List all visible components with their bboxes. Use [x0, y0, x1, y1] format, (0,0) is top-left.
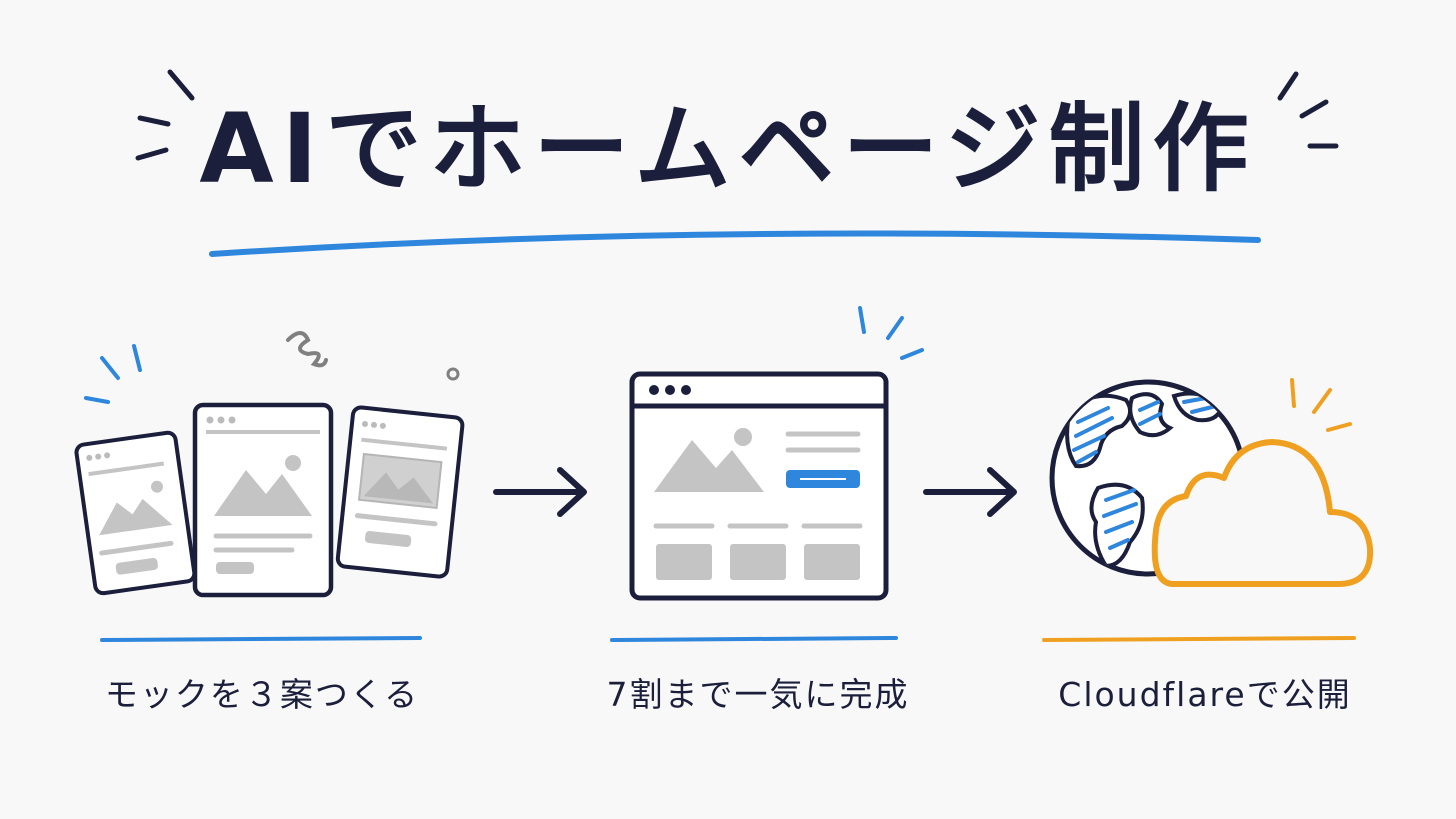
mockup-pages-icon	[74, 331, 465, 598]
step-3-label: Cloudflareで公開	[1058, 675, 1352, 714]
mockup-card-left	[74, 430, 197, 596]
mockup-card-right	[335, 405, 465, 579]
title-sparkle-right	[1277, 71, 1339, 149]
mockup-sparkle	[84, 344, 142, 404]
step-2-underline	[610, 636, 898, 642]
title-sparkle-left	[135, 69, 195, 161]
page-title: AIでホームページ制作	[199, 93, 1257, 205]
browser-sparkle	[858, 306, 924, 360]
globe-cloud-icon	[1049, 378, 1374, 587]
mockup-card-center	[192, 402, 334, 598]
step-1-label: モックを３案つくる	[104, 675, 420, 714]
small-circle-doodle	[446, 367, 460, 381]
title-underline	[209, 230, 1261, 257]
step-3-underline	[1042, 636, 1356, 642]
cloud-icon	[1151, 439, 1374, 587]
scribble-doodle	[286, 331, 328, 368]
arrow-right-icon	[493, 467, 587, 517]
cloud-sparkle	[1290, 378, 1352, 432]
arrow-right-icon	[923, 467, 1017, 517]
step-1-underline	[100, 636, 422, 642]
browser-window-icon	[629, 306, 924, 601]
step-2-label: 7割まで一気に完成	[606, 675, 910, 714]
